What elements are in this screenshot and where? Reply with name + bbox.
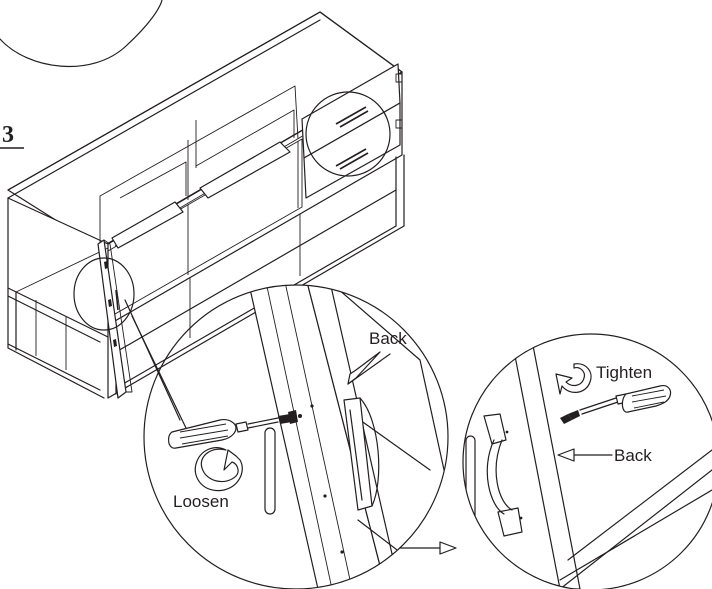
loosen-label: Loosen [173, 492, 229, 511]
screwdriver-icon [167, 410, 298, 449]
rotate-clockwise-icon [555, 363, 592, 395]
previous-detail-circle [0, 0, 163, 68]
tighten-label: Tighten [596, 363, 652, 382]
back-arrow-left [347, 351, 381, 385]
step-number-text: 3 [2, 122, 14, 148]
back-label-right: Back [614, 446, 652, 465]
back-arrow-right [557, 448, 575, 462]
rotate-counterclockwise-icon [194, 447, 243, 492]
step-number: 3 [0, 122, 24, 149]
arrow-right-icon [399, 541, 457, 555]
detail-tighten: Tighten Back [462, 333, 712, 589]
door-detail-circle [73, 257, 135, 331]
drawer-detail-circle [305, 91, 391, 177]
screwdriver-icon [560, 385, 672, 424]
detail-loosen: Loosen Back [143, 284, 449, 589]
back-label-left: Back [369, 329, 407, 348]
cabinet [7, 11, 405, 399]
